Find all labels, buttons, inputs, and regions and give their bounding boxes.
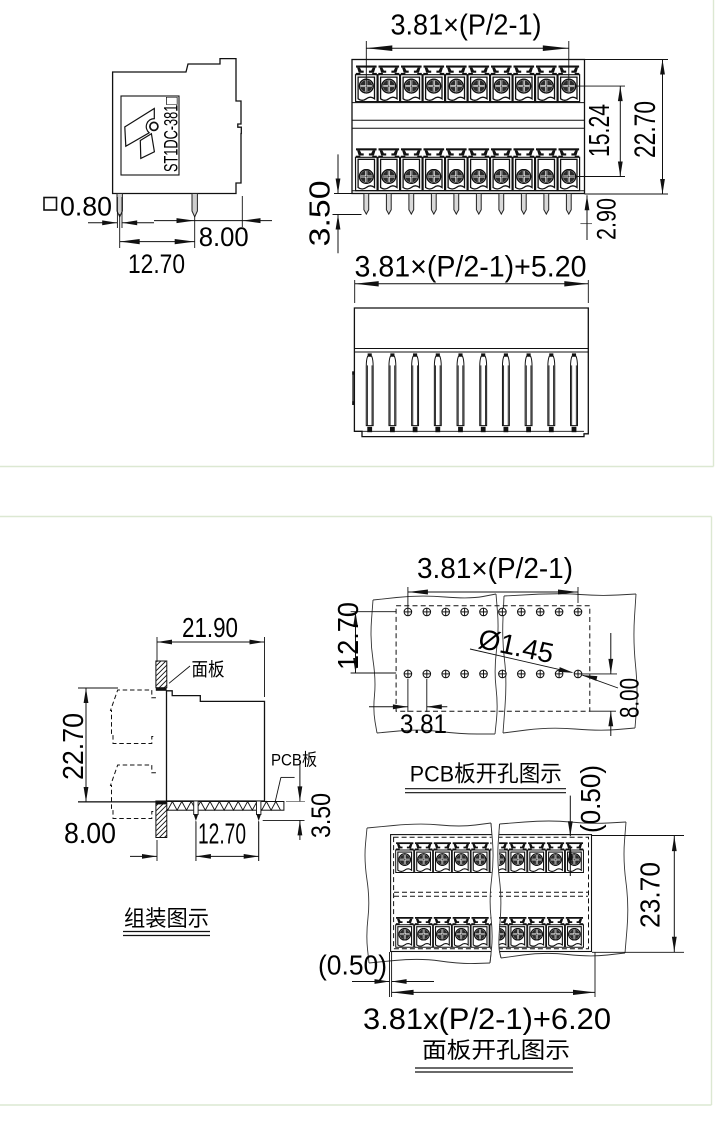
- svg-text:21.90: 21.90: [182, 612, 238, 643]
- svg-text:PCB板: PCB板: [271, 751, 317, 770]
- svg-text:12.70: 12.70: [333, 602, 365, 670]
- svg-text:15.24: 15.24: [584, 104, 616, 157]
- svg-text:3.50: 3.50: [305, 180, 337, 246]
- svg-text:3.81×(P/2-1): 3.81×(P/2-1): [417, 553, 573, 585]
- svg-text:0.80: 0.80: [60, 192, 112, 222]
- svg-text:12.70: 12.70: [128, 249, 185, 279]
- svg-text:2.90: 2.90: [592, 198, 622, 240]
- svg-text:(0.50): (0.50): [318, 950, 387, 981]
- svg-text:面板开孔图示: 面板开孔图示: [422, 1038, 570, 1063]
- svg-text:ST1DC-381□: ST1DC-381□: [162, 97, 183, 172]
- svg-text:8.00: 8.00: [199, 222, 249, 252]
- svg-text:组装图示: 组装图示: [124, 906, 209, 931]
- svg-text:8.00: 8.00: [64, 818, 116, 850]
- svg-text:(0.50): (0.50): [575, 765, 606, 833]
- svg-text:3.81x(P/2-1)+6.20: 3.81x(P/2-1)+6.20: [363, 1003, 611, 1036]
- svg-text:23.70: 23.70: [635, 862, 666, 928]
- svg-text:3.50: 3.50: [306, 793, 336, 838]
- svg-text:3.81×(P/2-1)+5.20: 3.81×(P/2-1)+5.20: [355, 250, 587, 283]
- svg-text:3.81×(P/2-1): 3.81×(P/2-1): [391, 10, 542, 42]
- svg-text:22.70: 22.70: [629, 101, 662, 158]
- svg-text:8.00: 8.00: [615, 678, 645, 718]
- svg-text:3.81: 3.81: [400, 709, 447, 739]
- svg-text:面板: 面板: [192, 659, 225, 680]
- svg-text:22.70: 22.70: [58, 713, 90, 780]
- svg-text:12.70: 12.70: [198, 819, 246, 851]
- svg-text:PCB板开孔图示: PCB板开孔图示: [410, 762, 562, 787]
